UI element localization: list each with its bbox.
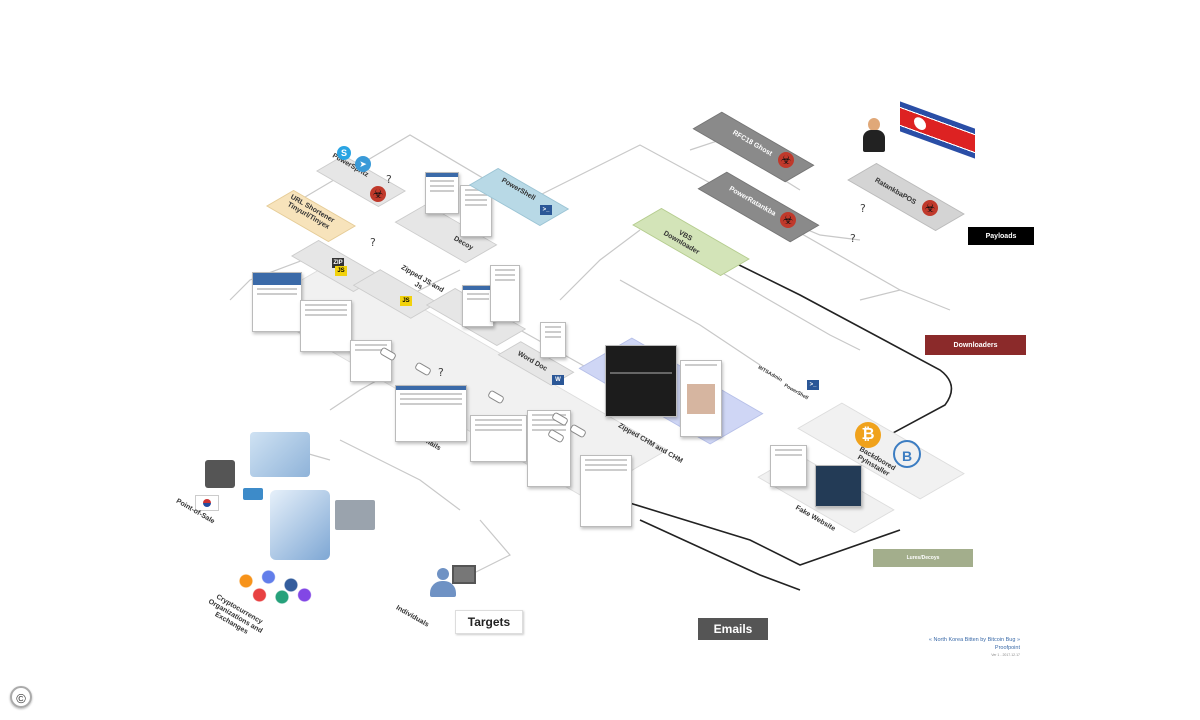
connector [559,229,641,301]
lures-legend: Lures/Decoys [873,549,973,567]
attacker-icon [863,118,885,152]
footer-version: Ver 1 - 2017.12.17 [991,653,1020,657]
targets-legend: Targets [455,610,523,634]
word-doc-screenshot [540,322,566,358]
download-connector [639,519,801,591]
biohazard-icon: ☣ [780,212,796,228]
email-screenshot [350,340,392,382]
card-reader-icon [243,488,263,500]
lure-screenshot [490,265,520,322]
connector [529,144,901,291]
copyright-icon: © [10,686,32,708]
powershell-icon: >_ [540,205,552,215]
emails-legend: Emails [698,618,768,640]
unknown-link-marker: ? [438,366,444,379]
footer-title: « North Korea Bitten by Bitcoin Bug » [928,637,1020,643]
unknown-link-marker: ? [850,232,856,245]
downloaders-legend: Downloaders [925,335,1026,355]
biohazard-icon: ☣ [370,186,386,202]
unknown-link-marker: ? [860,202,866,215]
biohazard-icon: ☣ [778,152,794,168]
fake-website-screenshot [815,465,862,507]
email-screenshot [395,385,467,442]
js-file-icon: JS [335,266,347,276]
laptop-icon [452,565,476,584]
email-screenshot [470,415,527,462]
point-of-sale-terminal-icon [205,460,235,488]
telegram-icon: ➤ [355,156,371,172]
exchange-building-icon [250,432,310,477]
unknown-link-marker: ? [370,236,376,249]
skype-icon: S [337,146,351,160]
payloads-legend: Payloads [968,227,1034,245]
south-korea-flag-icon [195,495,219,511]
bank-building-icon [270,490,330,560]
fake-website-screenshot [770,445,807,487]
word-icon: W [552,375,564,385]
connector [619,279,761,366]
connector [859,289,951,311]
email-screenshot [300,300,352,352]
js-file-icon: JS [400,296,412,306]
server-rack-icon [335,500,375,530]
connector [339,439,461,511]
chm-screenshot [680,360,722,437]
decoy-screenshot [425,172,459,214]
email-screenshot [580,455,632,527]
unknown-link-marker: ? [386,173,392,186]
download-connector [724,257,953,441]
bitcoin-icon: ₿ [855,422,881,448]
email-screenshot [252,272,302,332]
footer-source: Proofpoint [994,645,1020,651]
connector [699,259,861,351]
electrum-icon: B [893,440,921,468]
crypto-coins-icon [228,565,318,605]
zip-icon: ZIP [332,258,344,268]
individual-user-icon [428,568,458,598]
biohazard-icon: ☣ [922,200,938,216]
chm-screenshot [605,345,677,417]
connector [459,519,511,581]
download-connector [619,499,901,566]
powershell-icon: >_ [807,380,819,390]
